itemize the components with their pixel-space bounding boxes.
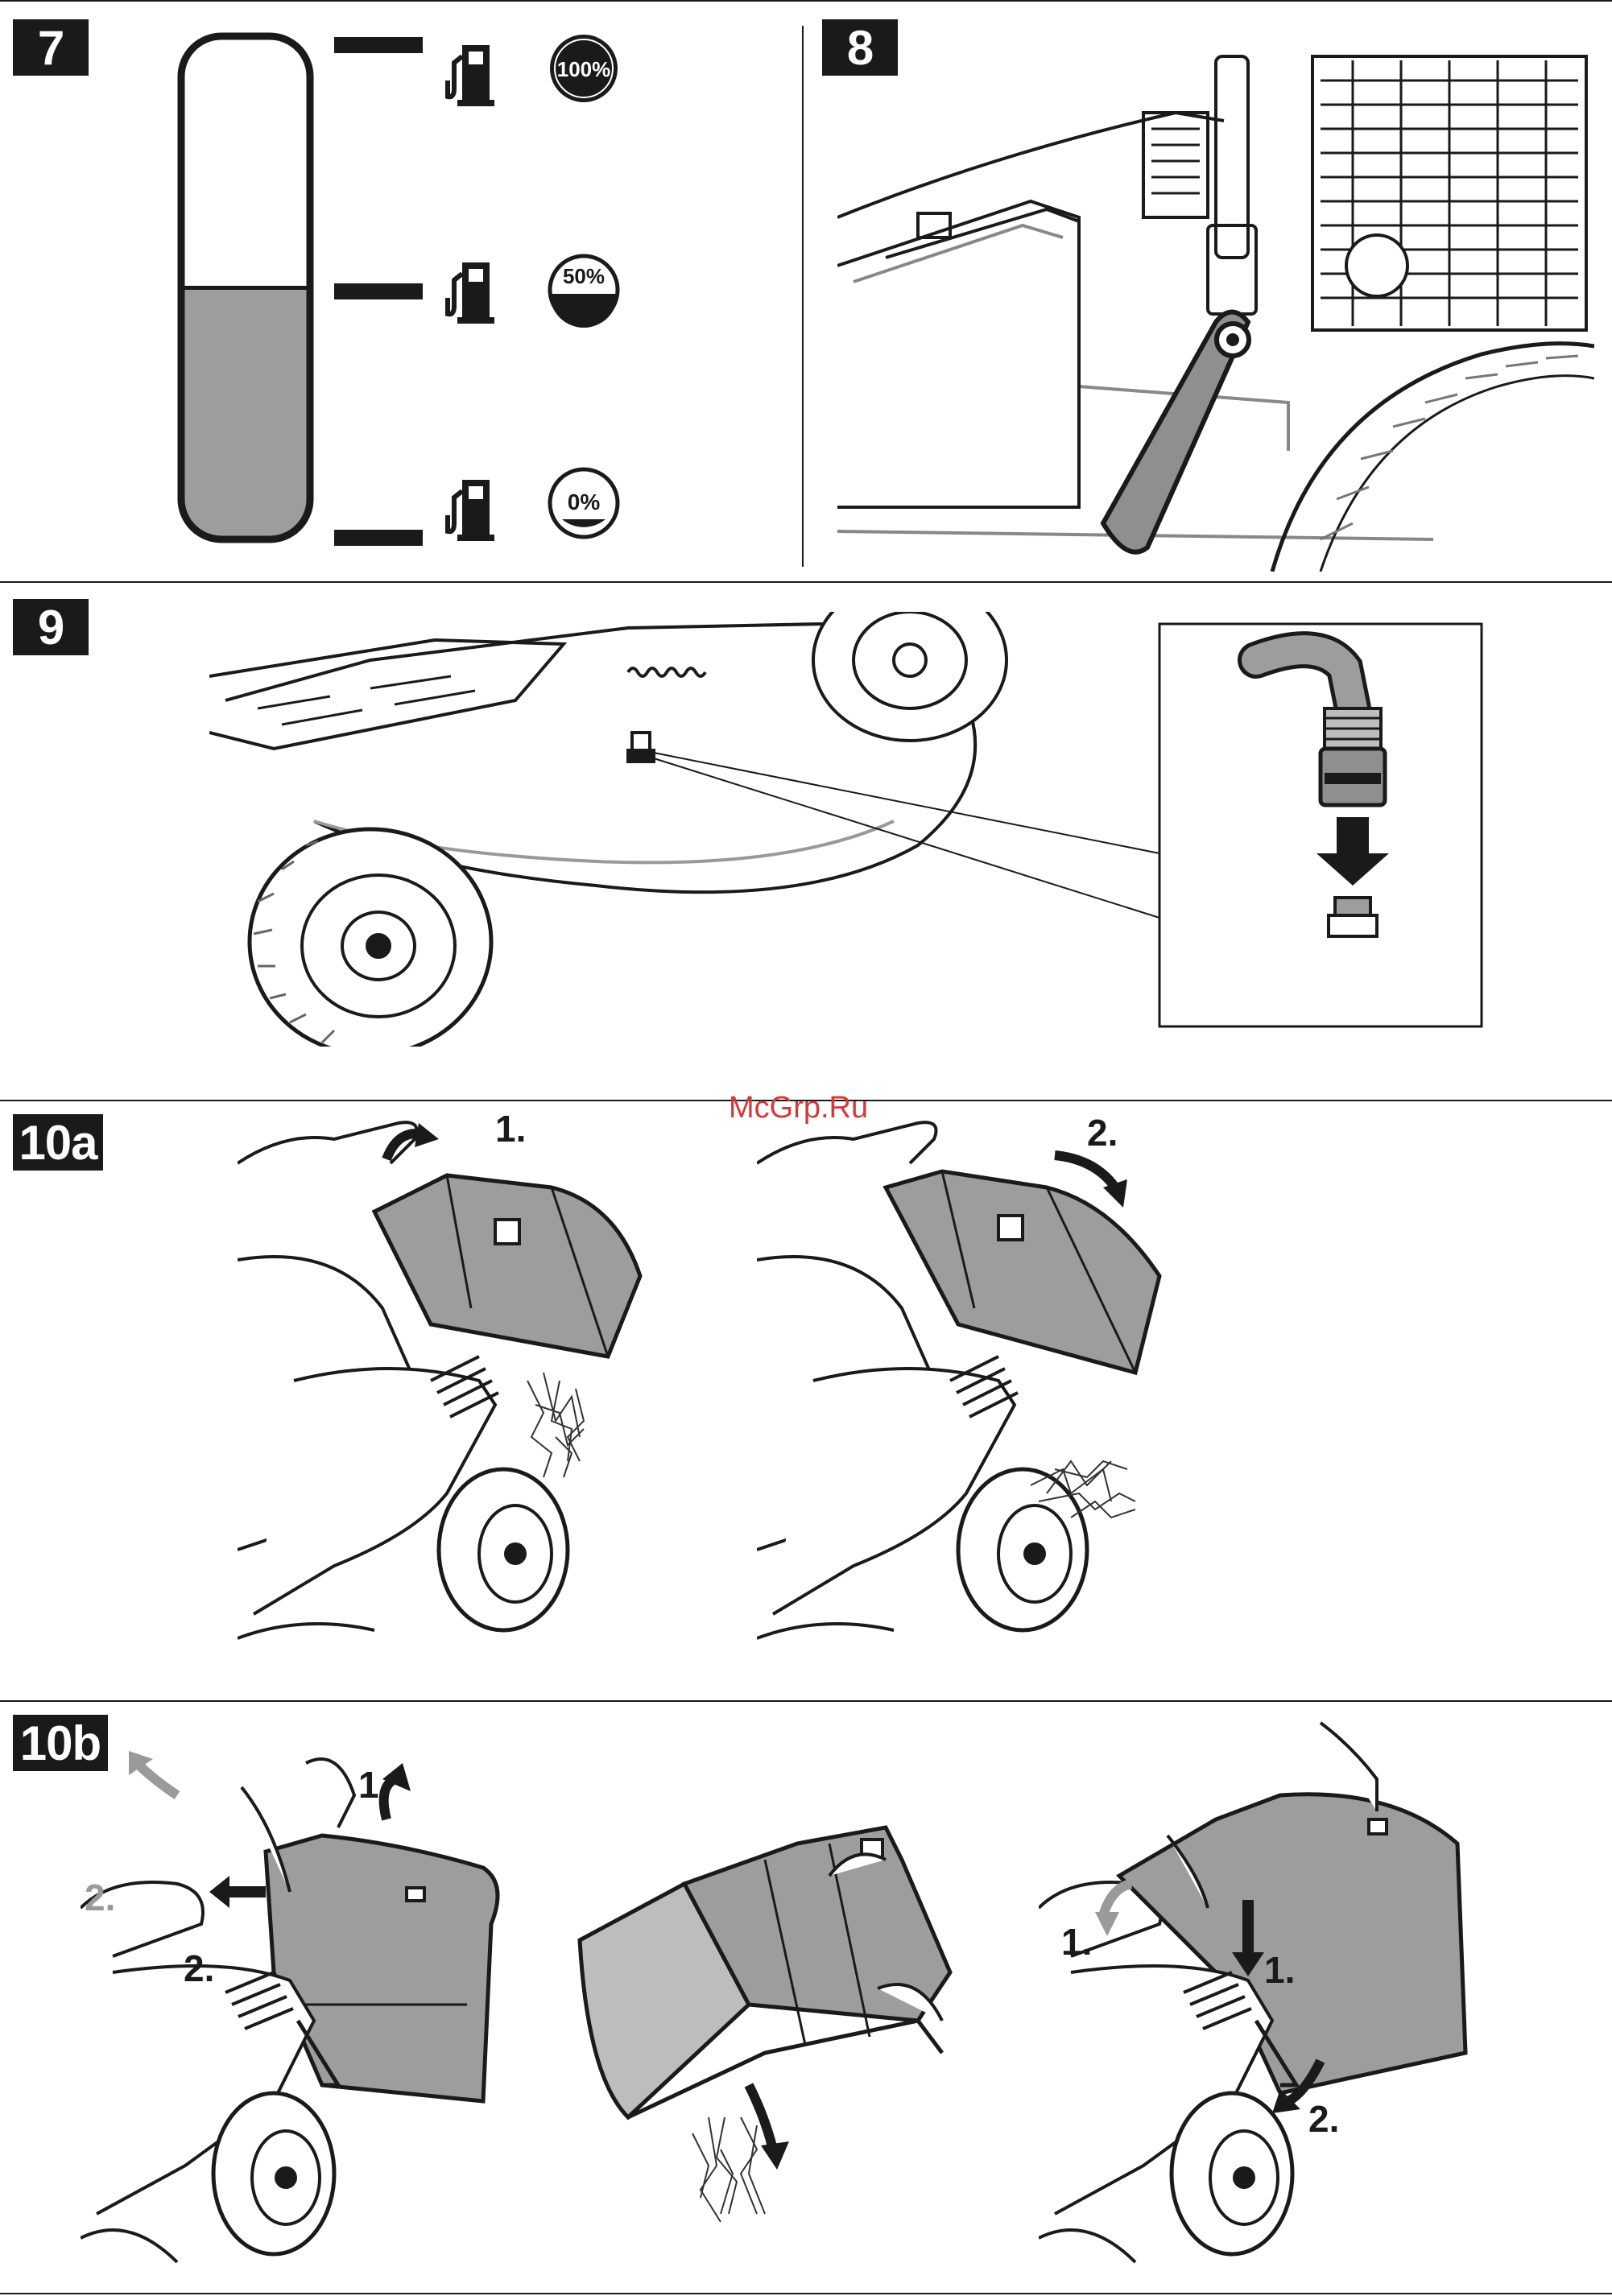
level-label: 0% — [568, 489, 601, 514]
gauge-tick-full — [334, 37, 423, 53]
step-label: 2. — [1087, 1111, 1118, 1154]
level-label: 50% — [563, 264, 605, 288]
level-label: 100% — [557, 57, 611, 81]
gauge-tick-half — [334, 283, 423, 299]
fuel-pump-icon — [448, 262, 494, 324]
drain-tube — [1103, 312, 1249, 552]
step-label: 2. — [184, 1947, 214, 1990]
grass-bag-refit-figure — [1039, 1715, 1490, 2278]
step-label: 1. — [1061, 1920, 1092, 1964]
fuel-gauge-figure: 100% 50% 0% — [169, 24, 668, 555]
step-label: 2. — [1308, 2097, 1339, 2141]
divider-col — [802, 26, 804, 567]
arrow-right-icon — [1055, 1155, 1115, 1187]
grass-bag-empty-figure — [564, 1811, 982, 2262]
fuel-pump-icon — [448, 480, 494, 541]
deck-wash-figure — [209, 612, 1498, 1047]
step-label: 2. — [85, 1876, 115, 1919]
top-rule — [0, 0, 1612, 2]
level-indicator-half: 50% — [550, 256, 618, 328]
gauge-tick-empty — [334, 530, 423, 546]
section-badge-9: 9 — [13, 599, 89, 655]
level-indicator-full: 100% — [550, 35, 618, 102]
step-label: 1. — [1264, 1948, 1295, 1992]
fuel-pump-icon — [448, 45, 494, 106]
grass-bag-tilt-figure-2 — [757, 1115, 1208, 1662]
step-label: 1. — [358, 1763, 389, 1807]
drain-tube-figure — [837, 24, 1594, 572]
divider-row-1 — [0, 581, 1612, 583]
step-label: 1. — [495, 1107, 526, 1150]
detail-callout-box — [1159, 624, 1482, 1026]
bottom-rule — [0, 2293, 1612, 2294]
section-badge-10a: 10a — [13, 1114, 103, 1171]
section-badge-7: 7 — [13, 19, 89, 76]
fuel-tank — [181, 36, 310, 539]
level-indicator-empty: 0% — [550, 469, 618, 537]
grass-bag-remove-figure-1 — [81, 1715, 515, 2278]
divider-row-3 — [0, 1700, 1612, 1702]
arrow-grey-icon — [137, 1763, 177, 1795]
grass-bag-tilt-figure-1 — [238, 1115, 688, 1662]
